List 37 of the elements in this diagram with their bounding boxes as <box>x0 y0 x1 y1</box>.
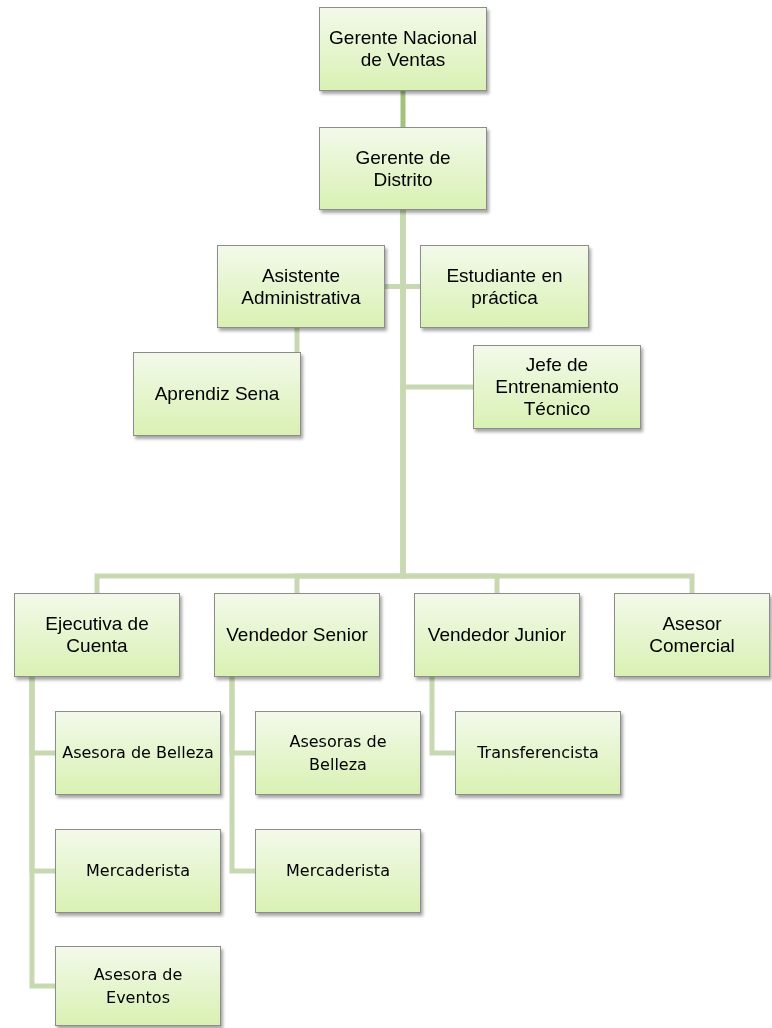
position-title: Aprendiz Sena <box>154 383 280 405</box>
position-box <box>420 245 589 328</box>
position-title: Jefe de Entrenamiento Técnico <box>494 354 620 420</box>
position-title: Estudiante en práctica <box>445 264 564 309</box>
position-title: Vendedor Junior <box>427 624 567 646</box>
position-title: Gerente de Distrito <box>354 146 452 191</box>
position-title: Asesora de Eventos <box>92 963 184 1009</box>
position-box <box>255 829 421 913</box>
position-title: Asistente Administrativa <box>240 264 362 309</box>
position-title: Mercaderista <box>286 860 390 883</box>
connector-line <box>429 677 455 756</box>
position-box <box>214 593 380 677</box>
position-title: Asesor Comercial <box>648 613 736 657</box>
position-box <box>55 711 221 795</box>
connector-line <box>294 328 300 352</box>
position-title: Ejecutiva de Cuenta <box>44 613 150 657</box>
position-box <box>319 7 487 91</box>
position-title: Mercaderista <box>86 860 190 883</box>
position-title: Transferencista <box>477 742 599 765</box>
position-box <box>614 593 770 677</box>
position-box <box>55 946 221 1026</box>
position-box <box>14 593 180 677</box>
position-box <box>414 593 580 677</box>
position-title: Gerente Nacional de Ventas <box>328 27 478 71</box>
position-box <box>217 245 385 328</box>
position-box <box>455 711 621 795</box>
connector-line <box>29 677 55 989</box>
connector-line <box>400 91 406 127</box>
position-title: Vendedor Senior <box>226 624 368 646</box>
position-title: Asesoras de Belleza <box>288 730 388 776</box>
connector-line <box>229 677 255 874</box>
position-box <box>255 711 421 795</box>
position-box <box>473 345 641 429</box>
position-box <box>133 352 301 436</box>
position-box <box>319 127 487 210</box>
position-title: Asesora de Belleza <box>62 742 214 765</box>
position-box <box>55 829 221 913</box>
